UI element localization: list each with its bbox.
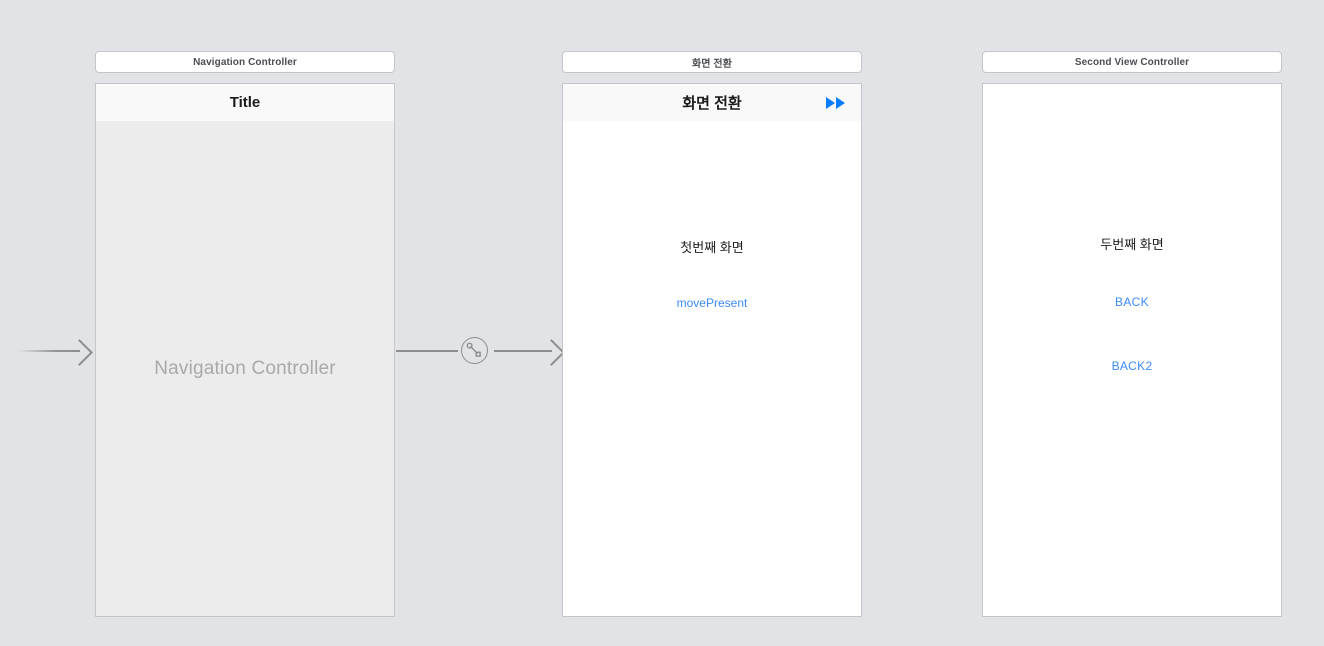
storyboard-entry-point-arrowhead: [66, 338, 93, 366]
relationship-segue-icon: [466, 342, 481, 357]
navigation-bar-title-2: 화면 전환: [682, 95, 742, 112]
scene-body-second-view-controller[interactable]: 두번째 화면 BACK BACK2: [982, 83, 1282, 617]
view-content-first: 첫번째 화면 movePresent: [563, 121, 861, 616]
navigation-bar-2[interactable]: 화면 전환: [563, 84, 861, 122]
scene-label-navigation-controller[interactable]: Navigation Controller: [95, 51, 395, 73]
navigation-controller-placeholder-label: Navigation Controller: [154, 357, 336, 379]
back2-button[interactable]: BACK2: [1111, 359, 1153, 373]
scene-body-navigation-controller[interactable]: Title Navigation Controller: [95, 83, 395, 617]
view-content-second: 두번째 화면 BACK BACK2: [983, 84, 1281, 616]
scene-label-first-view-controller[interactable]: 화면 전환: [562, 51, 862, 73]
fast-forward-icon[interactable]: [825, 96, 847, 110]
navigation-bar-title-1: Title: [229, 94, 261, 111]
storyboard-entry-point-line: [18, 350, 80, 352]
back-button[interactable]: BACK: [1115, 295, 1149, 309]
scene-body-first-view-controller[interactable]: 화면 전환 첫번째 화면 movePresent: [562, 83, 862, 617]
relationship-segue-badge[interactable]: [461, 337, 488, 364]
navigation-bar-1[interactable]: Title: [96, 84, 394, 122]
relationship-segue-line-left: [396, 350, 458, 352]
relationship-segue-line-right: [494, 350, 552, 352]
scene-label-second-view-controller[interactable]: Second View Controller: [982, 51, 1282, 73]
second-screen-label: 두번째 화면: [1100, 237, 1164, 252]
move-present-button[interactable]: movePresent: [676, 296, 748, 310]
navigation-controller-placeholder: Navigation Controller: [96, 121, 394, 616]
relationship-segue-arrowhead: [538, 338, 565, 366]
first-screen-label: 첫번째 화면: [680, 240, 744, 255]
